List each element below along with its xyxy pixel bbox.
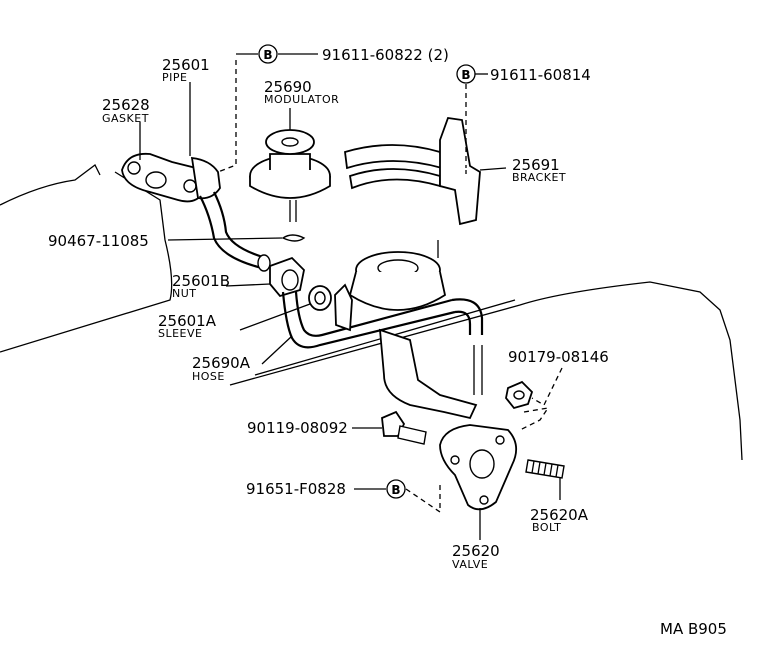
part-number-label: 90119-08092	[247, 419, 348, 437]
part-number-label: 90467-11085	[48, 232, 149, 250]
sleeve-part	[308, 285, 332, 311]
hose-part	[281, 291, 484, 349]
bolt-90119-part	[381, 410, 427, 445]
part-number-label: 25690A	[192, 354, 251, 372]
part-number-label: 90179-08146	[508, 348, 609, 366]
part-name-label: BOLT	[532, 521, 561, 534]
part-name-label: MODULATOR	[264, 93, 339, 106]
pipe-part	[190, 156, 271, 272]
part-number-label: 25690	[264, 78, 312, 96]
stud-bolt-part	[525, 459, 565, 479]
bolt-marker-b-3: B	[386, 479, 406, 499]
part-name-label: SLEEVE	[158, 327, 203, 340]
part-name-label: VALVE	[452, 558, 488, 571]
part-name-label: HOSE	[192, 370, 225, 383]
leader-lines	[139, 53, 563, 540]
part-number-label: 25601	[162, 56, 210, 74]
part-name-label: NUT	[172, 287, 197, 300]
valve-part	[334, 240, 518, 511]
part-number-label: 25601B	[172, 272, 230, 290]
part-number-label: 91611-60822 (2)	[322, 46, 449, 64]
bolt-marker-label: B	[391, 483, 400, 497]
part-number-label: 25620	[452, 542, 500, 560]
nut-90179-part	[505, 380, 534, 410]
bolt-marker-label: B	[461, 68, 470, 82]
part-name-label: BRACKET	[512, 171, 566, 184]
bracket-part	[344, 117, 481, 226]
part-number-label: 25691	[512, 156, 560, 174]
part-number-label: 25628	[102, 96, 150, 114]
part-name-label: PIPE	[162, 71, 187, 84]
part-number-label: 91611-60814	[490, 66, 591, 84]
bolt-marker-b-1: B	[258, 44, 278, 64]
part-number-label: 25620A	[530, 506, 589, 524]
modulator-part	[249, 129, 331, 222]
bolt-marker-label: B	[263, 48, 272, 62]
nut-part	[269, 256, 305, 298]
engine-block-outline	[0, 164, 743, 461]
part-name-label: GASKET	[102, 112, 149, 125]
bolt-marker-b-2: B	[456, 64, 476, 84]
part-number-label: 25601A	[158, 312, 217, 330]
clip-part	[281, 234, 306, 242]
part-number-label: 91651-F0828	[246, 480, 346, 498]
figure-code: MA B905	[660, 620, 727, 638]
